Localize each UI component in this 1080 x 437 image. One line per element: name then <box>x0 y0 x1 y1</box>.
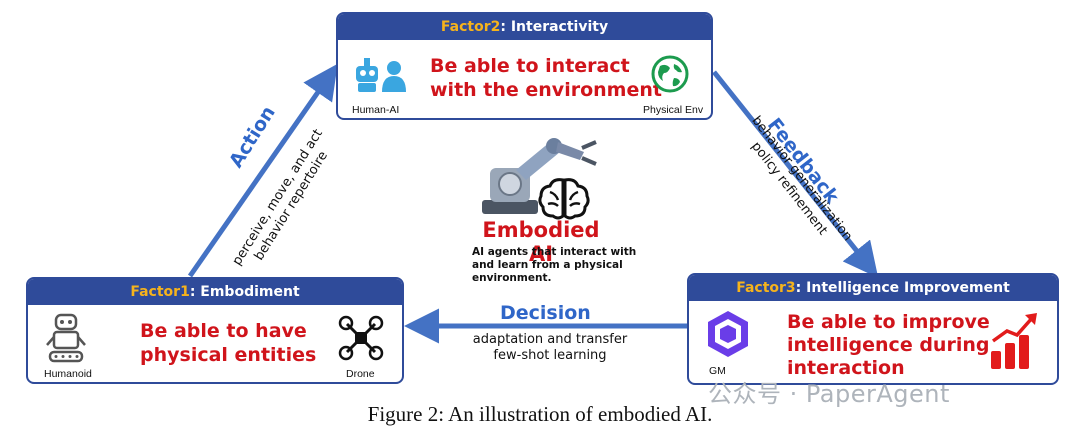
humanoid-caption: Humanoid <box>44 368 92 380</box>
center-description: AI agents that interact with and learn f… <box>472 246 637 284</box>
brain-icon <box>536 176 592 224</box>
gm-cube-icon <box>705 309 751 363</box>
human-ai-icon <box>350 56 410 96</box>
globe-icon <box>650 54 690 98</box>
factor3-header: Factor3: Intelligence Improvement <box>689 275 1057 301</box>
gm-caption: GM <box>709 365 726 377</box>
center-title: Embodied AI <box>482 218 600 266</box>
factor2-box: Factor2: Interactivity Human-AI Be able … <box>336 12 713 120</box>
action-arrow <box>187 63 338 278</box>
growth-chart-icon <box>989 311 1041 375</box>
humanoid-robot-icon <box>44 311 88 367</box>
watermark: 公众号 · PaperAgent <box>708 380 950 408</box>
human-ai-caption: Human-AI <box>352 104 400 116</box>
decision-label: Decision <box>500 302 591 324</box>
robot-arm-icon <box>474 130 604 224</box>
drone-caption: Drone <box>346 368 375 380</box>
feedback-arrow <box>712 70 879 278</box>
factor1-box: Factor1: Embodiment Humanoid Be able to … <box>26 277 404 384</box>
figure-caption: Figure 2: An illustration of embodied AI… <box>367 402 713 426</box>
factor2-header: Factor2: Interactivity <box>338 14 711 40</box>
drone-icon <box>338 315 384 365</box>
factor1-header: Factor1: Embodiment <box>28 279 402 305</box>
factor3-box: Factor3: Intelligence Improvement GM Be … <box>687 273 1059 385</box>
physical-env-caption: Physical Env <box>643 104 704 116</box>
